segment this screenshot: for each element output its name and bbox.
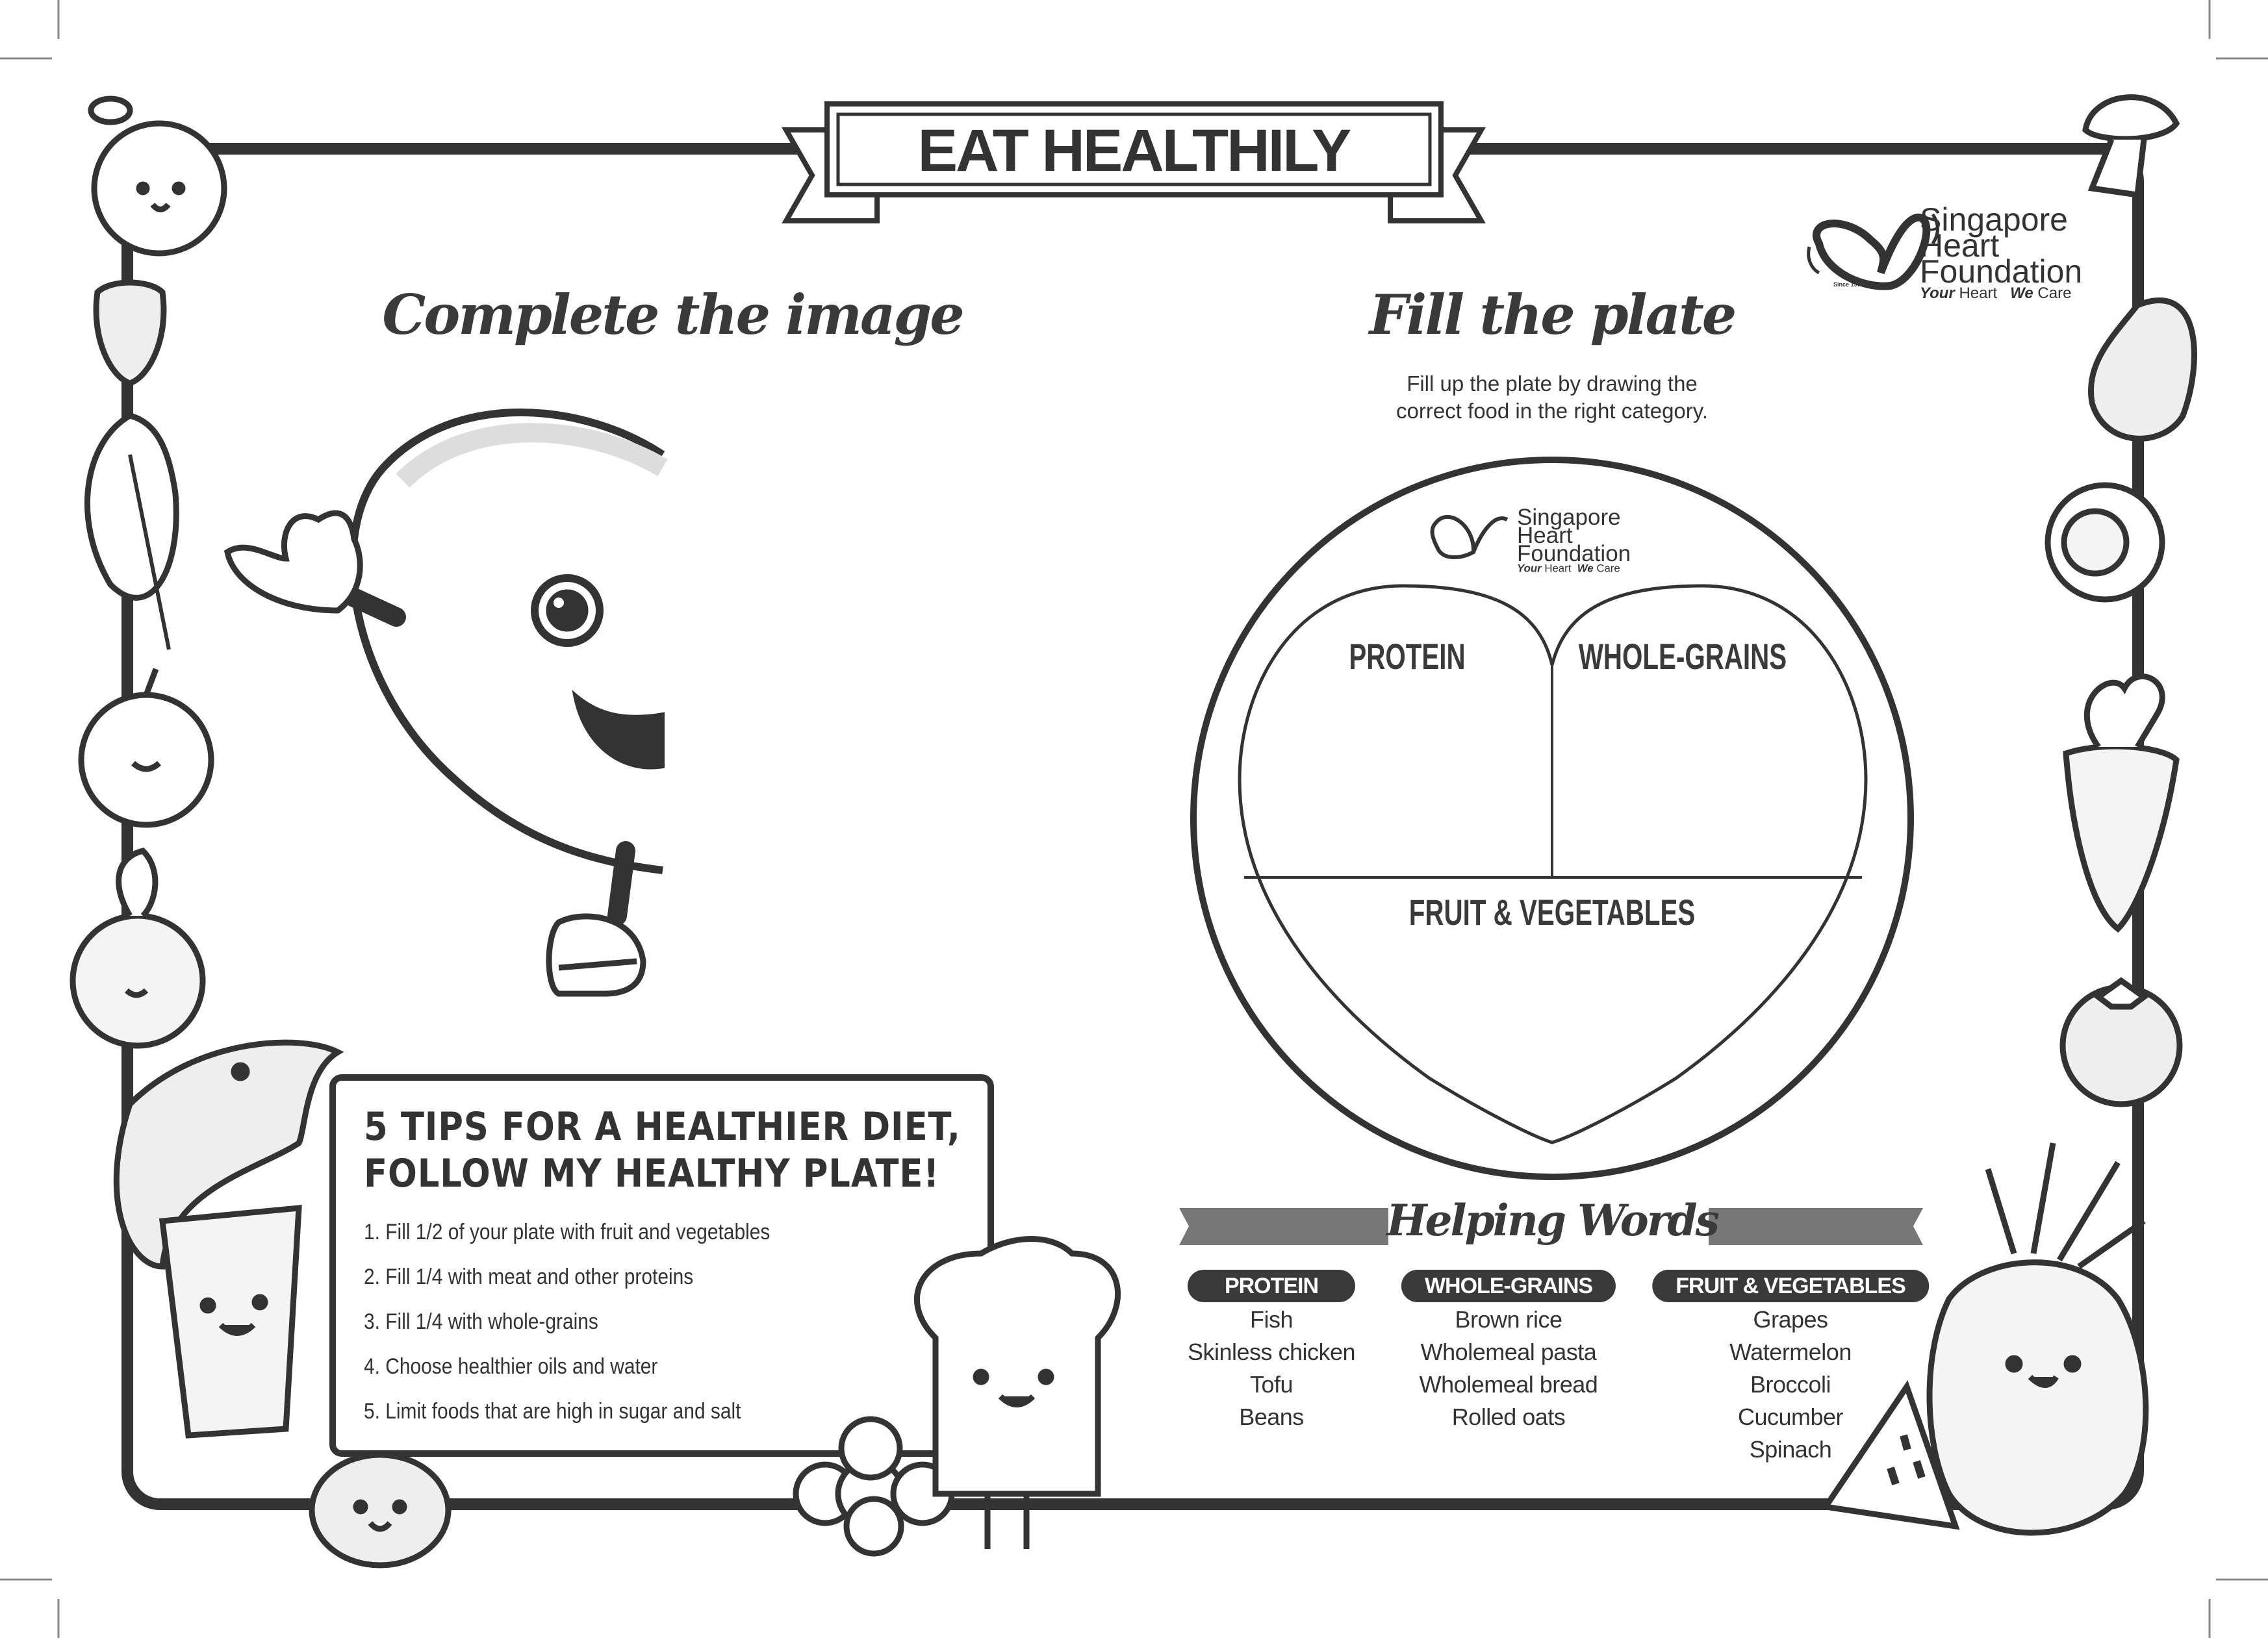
strawberry-character	[93, 279, 167, 386]
page-title: EAT HEALTHILY	[917, 118, 1352, 184]
helping-column-fruit-vegetables: FRUIT & VEGETABLES Grapes Watermelon Bro…	[1652, 1270, 1929, 1466]
tip-item: 4. Choose healthier oils and water	[364, 1354, 658, 1379]
tip-item: 2. Fill 1/4 with meat and other proteins	[364, 1265, 694, 1289]
helping-word: Cucumber	[1737, 1404, 1844, 1430]
mushroom-character	[2082, 94, 2180, 199]
egg-character	[2045, 482, 2165, 603]
plate-label-whole-grains: WHOLE-GRAINS	[1578, 636, 1787, 677]
plate-logo-line-2: Heart	[1517, 522, 1573, 548]
singapore-heart-foundation-logo: Singapore Heart Foundation Your Heart We…	[1920, 201, 2083, 303]
apple-character-left	[78, 668, 214, 828]
helping-word: Fish	[1249, 1306, 1293, 1333]
helping-word-list: Brown rice Wholemeal pasta Wholemeal bre…	[1401, 1304, 1616, 1433]
helping-word: Skinless chicken	[1187, 1339, 1356, 1365]
helping-word: Watermelon	[1729, 1339, 1852, 1365]
tip-item: 3. Fill 1/4 with whole-grains	[364, 1309, 598, 1334]
healthy-plate-drawing	[1190, 457, 1914, 1180]
heart-logo-icon	[1807, 213, 1939, 290]
helping-word: Wholemeal bread	[1419, 1371, 1598, 1398]
fill-plate-instructions: Fill up the plate by drawing the correct…	[1396, 370, 1708, 425]
helping-column-protein: PROTEIN Fish Skinless chicken Tofu Beans	[1187, 1270, 1356, 1433]
tomato-character-right	[2059, 977, 2183, 1107]
tips-heading-line-2: FOLLOW MY HEALTHY PLATE!	[364, 1151, 940, 1196]
plate-label-fruit-vegetables: FRUIT & VEGETABLES	[1408, 892, 1696, 933]
radish-character	[70, 848, 206, 1049]
logo-since: Since 1970	[1833, 281, 1864, 288]
logo-line-3: Foundation	[1920, 253, 2083, 290]
logo-tagline: Your Heart We Care	[1920, 284, 2082, 303]
helping-pill-whole-grains: WHOLE-GRAINS	[1401, 1270, 1616, 1302]
helping-words-title: Helping Words	[1386, 1195, 1720, 1246]
instruction-line-2: correct food in the right category.	[1396, 399, 1708, 423]
logo-line-2: Heart	[1920, 227, 2000, 264]
helping-word: Grapes	[1753, 1306, 1828, 1333]
complete-image-heading: Complete the image	[382, 283, 964, 347]
helping-word-list: Fish Skinless chicken Tofu Beans	[1187, 1304, 1356, 1433]
helping-word: Tofu	[1249, 1371, 1293, 1398]
logo-tag-care: Care	[2037, 284, 2072, 302]
logo-tag-your: Your	[1920, 284, 1955, 302]
helping-word: Spinach	[1749, 1436, 1832, 1463]
tip-item: 1. Fill 1/2 of your plate with fruit and…	[364, 1220, 771, 1244]
eggplant-character	[2088, 297, 2197, 442]
logo-line-1: Singapore	[1920, 201, 2068, 238]
helping-word: Beans	[1239, 1404, 1304, 1430]
helping-pill-fruit-vegetables: FRUIT & VEGETABLES	[1652, 1270, 1929, 1302]
plate-logo-tag-care: Care	[1596, 562, 1620, 575]
half-heart-character	[223, 409, 668, 997]
plate-logo-tag-heart: Heart	[1544, 562, 1572, 575]
fill-plate-heading: Fill the plate	[1369, 283, 1737, 347]
plate-logo-tag-we: We	[1577, 562, 1594, 575]
spinach-leaf-character	[84, 412, 179, 650]
pineapple-character	[1926, 1142, 2149, 1536]
plate-logo-line-1: Singapore	[1517, 504, 1621, 530]
plate-logo-line-3: Foundation	[1517, 540, 1631, 566]
helping-word: Broccoli	[1750, 1371, 1831, 1398]
logo-tag-we: We	[2010, 284, 2033, 302]
tip-item: 5. Limit foods that are high in sugar an…	[364, 1399, 741, 1424]
fish-character	[113, 1039, 344, 1270]
milk-glass-character	[159, 1205, 302, 1439]
helping-column-whole-grains: WHOLE-GRAINS Brown rice Wholemeal pasta …	[1401, 1270, 1616, 1433]
plate-logo-tagline: Your Heart We Care	[1517, 562, 1631, 575]
logo-tag-heart: Heart	[1959, 284, 1998, 302]
tips-list: 1. Fill 1/2 of your plate with fruit and…	[364, 1220, 826, 1444]
bread-character	[914, 1236, 1121, 1549]
apple-character-top-left	[88, 95, 227, 257]
helping-word: Rolled oats	[1451, 1404, 1566, 1430]
plate-logo: Singapore Heart Foundation Your Heart We…	[1517, 504, 1631, 575]
plate-label-protein: PROTEIN	[1349, 636, 1466, 677]
helping-word-list: Grapes Watermelon Broccoli Cucumber Spin…	[1652, 1304, 1929, 1466]
tips-heading-line-1: 5 TIPS FOR A HEALTHIER DIET,	[364, 1104, 961, 1150]
helping-word: Brown rice	[1455, 1306, 1562, 1333]
helping-word: Wholemeal pasta	[1420, 1339, 1597, 1365]
plate-logo-tag-your: Your	[1517, 562, 1542, 575]
title-banner	[782, 101, 1486, 223]
instruction-line-1: Fill up the plate by drawing the	[1407, 372, 1698, 396]
tips-heading: 5 TIPS FOR A HEALTHIER DIET, FOLLOW MY H…	[364, 1104, 1042, 1196]
helping-words-ribbons	[1179, 1208, 1923, 1245]
tomato-character-bottom	[309, 1452, 452, 1569]
heart-logo-icon-small	[1430, 514, 1509, 559]
helping-pill-protein: PROTEIN	[1187, 1270, 1356, 1302]
carrot-character	[2063, 674, 2180, 933]
watermelon-slice-character	[1820, 1380, 1960, 1530]
